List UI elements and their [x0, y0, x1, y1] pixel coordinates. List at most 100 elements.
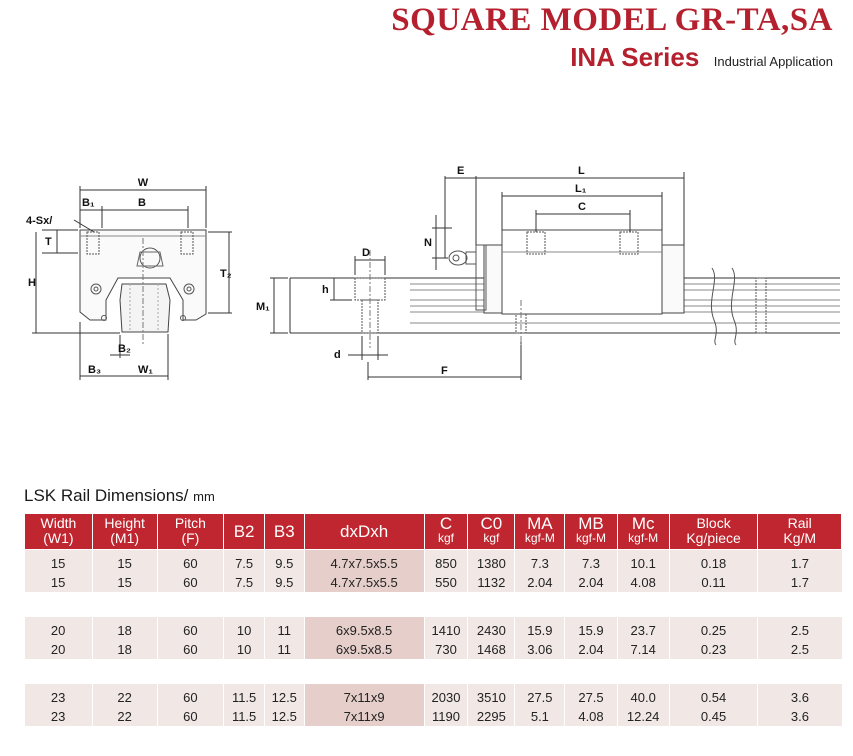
table-cell: 1.7 — [757, 573, 842, 592]
table-caption-text: LSK Rail Dimensions/ — [24, 486, 189, 505]
column-header-label: Width — [40, 515, 77, 531]
column-header: dxDxh — [303, 513, 425, 550]
column-header-unit: kgf-M — [628, 531, 659, 545]
table-cell: 15 — [24, 573, 93, 592]
column-header-unit: (F) — [181, 530, 200, 546]
table-caption-unit: mm — [193, 489, 215, 504]
table-cell: 23.7 — [616, 617, 670, 640]
column-header-unit: Kg/M — [783, 530, 817, 546]
table-cell: 550 — [423, 573, 468, 592]
table-cell: 0.11 — [668, 573, 758, 592]
table-cell: 2.5 — [757, 640, 842, 659]
dim-label-T2: T₂ — [220, 268, 232, 280]
table-cell: 0.45 — [668, 707, 758, 726]
table-cell: 2.04 — [564, 640, 618, 659]
table-cell: 7.5 — [223, 549, 265, 573]
table-cell: 12.5 — [263, 684, 305, 707]
column-header-label: C — [439, 514, 453, 533]
table-cell: 3.06 — [514, 640, 565, 659]
table-cell: 9.5 — [263, 549, 305, 573]
table-cell: 2430 — [467, 617, 515, 640]
table-cell: 27.5 — [564, 684, 618, 707]
table-cell: 15.9 — [514, 617, 565, 640]
page-title: SQUARE MODEL GR-TA,SA — [391, 2, 833, 38]
dim-label-F: F — [441, 365, 448, 377]
column-header-label: Pitch — [174, 515, 206, 531]
dim-label-H: H — [28, 277, 36, 289]
technical-drawing: W B₁ B 4-Sx/ T H T₂ B₂ B₃ W₁ — [26, 165, 840, 380]
table-cell: 22 — [91, 707, 157, 726]
dim-label-L: L — [578, 165, 585, 177]
table-cell: 23 — [24, 684, 93, 707]
table-cell: 40.0 — [616, 684, 670, 707]
table-cell: 4.7x7.5x5.5 — [303, 573, 425, 592]
table-cell: 12.5 — [263, 707, 305, 726]
table-cell: 2.5 — [757, 617, 842, 640]
column-header-label: Block — [696, 515, 731, 531]
dim-label-d: d — [334, 349, 341, 361]
group-spacer-cell — [24, 592, 842, 617]
group-spacer — [24, 659, 842, 684]
column-header-label: dxDxh — [339, 521, 389, 541]
table-cell: 850 — [423, 549, 468, 573]
column-header-label: MB — [578, 514, 604, 533]
table-cell: 2.04 — [564, 573, 618, 592]
dim-label-N: N — [424, 237, 432, 249]
table-cell: 15 — [24, 549, 93, 573]
table-cell: 60 — [156, 684, 224, 707]
table-cell: 0.23 — [668, 640, 758, 659]
page-subtitle: INA Series Industrial Application — [570, 42, 833, 73]
table-cell: 15 — [91, 549, 157, 573]
column-header-unit: kgf — [483, 531, 500, 545]
table-cell: 5.1 — [514, 707, 565, 726]
table-cell: 22 — [91, 684, 157, 707]
column-header: B3 — [263, 513, 305, 550]
table-cell: 60 — [156, 549, 224, 573]
dim-label-W: W — [138, 177, 149, 189]
dim-label-B: B — [138, 197, 146, 209]
table-cell: 11 — [263, 617, 305, 640]
table-cell: 23 — [24, 707, 93, 726]
table-cell: 60 — [156, 640, 224, 659]
table-cell: 15 — [91, 573, 157, 592]
table-cell: 20 — [24, 640, 93, 659]
table-cell: 7.3 — [564, 549, 618, 573]
table-cell: 2030 — [423, 684, 468, 707]
table-cell: 11 — [263, 640, 305, 659]
table-cell: 7.14 — [616, 640, 670, 659]
series-name: INA Series — [570, 42, 700, 72]
table-cell: 730 — [423, 640, 468, 659]
column-header: Width(W1) — [24, 513, 93, 550]
column-header-label: Height — [104, 515, 145, 531]
table-cell: 1410 — [423, 617, 468, 640]
table-cell: 11.5 — [223, 707, 265, 726]
table-cell: 18 — [91, 617, 157, 640]
dim-label-B1: B₁ — [82, 197, 95, 209]
table-cell: 1468 — [467, 640, 515, 659]
table-cell: 0.54 — [668, 684, 758, 707]
table-cell: 60 — [156, 617, 224, 640]
table-cell: 6x9.5x8.5 — [303, 617, 425, 640]
table-cell: 0.25 — [668, 617, 758, 640]
table-cell: 7.5 — [223, 573, 265, 592]
group-spacer-cell — [24, 659, 842, 684]
table-cell: 3.6 — [757, 684, 842, 707]
table-cell: 10 — [223, 617, 265, 640]
column-header-label: MA — [527, 514, 553, 533]
column-header-label: B2 — [233, 521, 255, 541]
dim-label-B2: B₂ — [118, 343, 131, 355]
table-cell: 11.5 — [223, 684, 265, 707]
column-header-label: Rail — [787, 515, 812, 531]
group-spacer — [24, 592, 842, 617]
dim-label-D: D — [362, 247, 370, 259]
